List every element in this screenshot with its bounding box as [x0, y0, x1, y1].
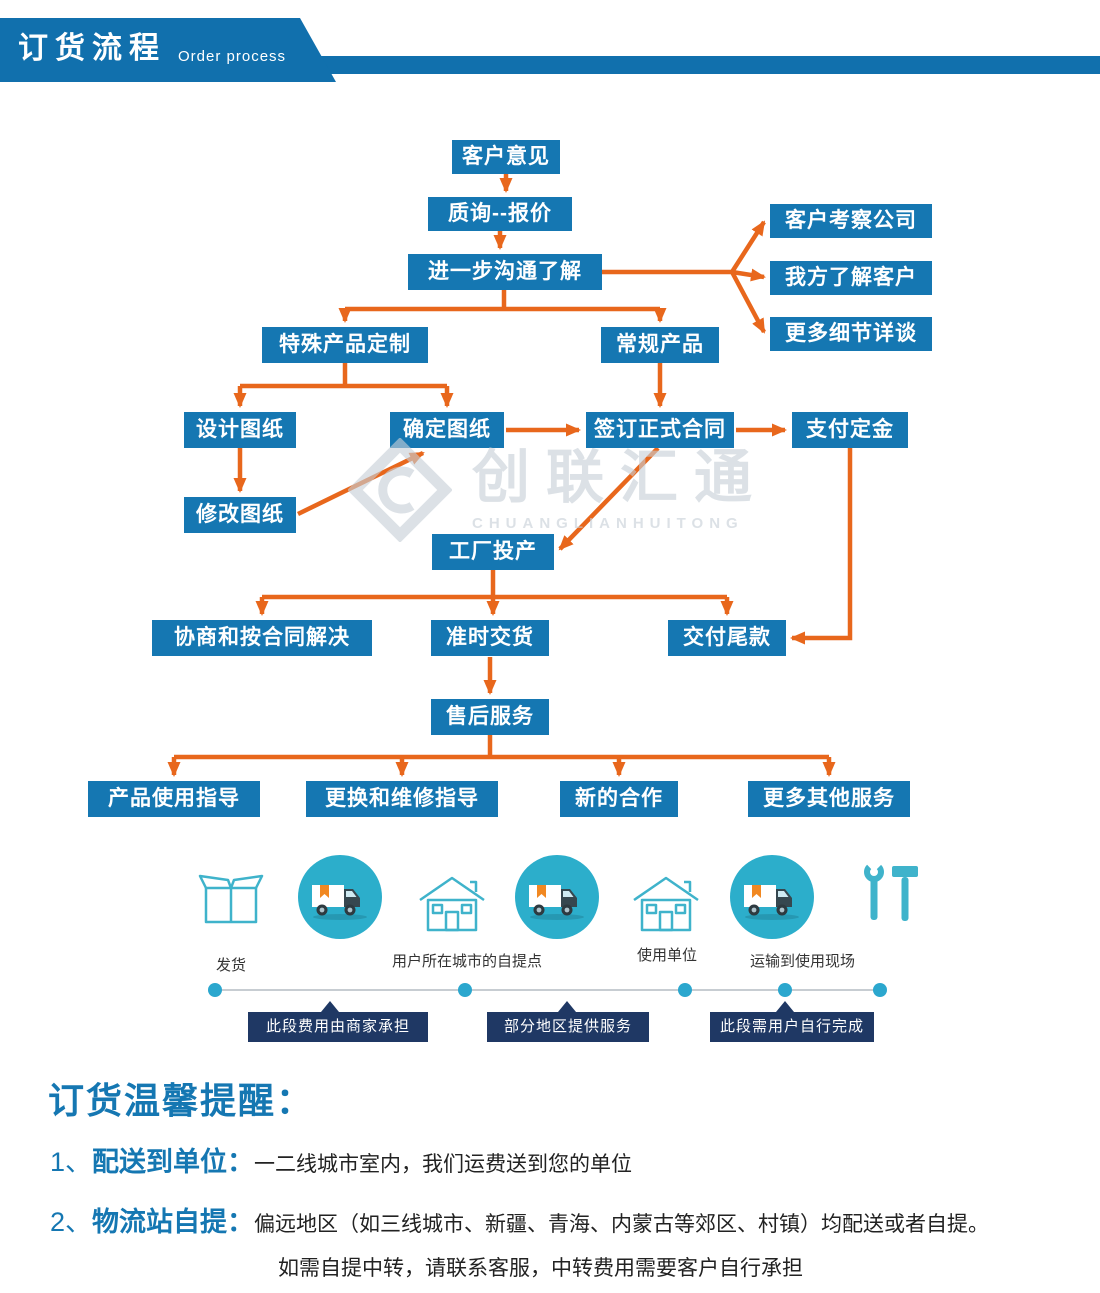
- logistics-label-ship: 发货: [215, 957, 246, 974]
- note-item-2-text: 偏远地区（如三线城市、新疆、青海、内蒙古等郊区、村镇）均配送或者自提。: [254, 1213, 990, 1236]
- note-item-2: 2、物流站自提：偏远地区（如三线城市、新疆、青海、内蒙古等郊区、村镇）均配送或者…: [50, 1200, 989, 1239]
- flow-node-more-details: 更多细节详谈: [770, 317, 932, 351]
- flow-node-confirm-drawing: 确定图纸: [390, 412, 504, 448]
- timeline-dot-1: [208, 983, 222, 997]
- truck-icon-3: [730, 855, 814, 939]
- flow-node-factory-production: 工厂投产: [432, 534, 554, 570]
- flow-node-customer-feedback: 客户意见: [452, 140, 560, 174]
- house-icon-1: [419, 876, 485, 932]
- flow-node-further-communication: 进一步沟通了解: [408, 254, 602, 290]
- flow-node-client-visit-company: 客户考察公司: [770, 204, 932, 238]
- timeline-dot-3: [678, 983, 692, 997]
- logistics-label-user-unit: 使用单位: [636, 947, 697, 964]
- flow-node-after-sales-service: 售后服务: [431, 699, 549, 735]
- timeline-dot-4: [778, 983, 792, 997]
- flow-node-new-cooperation: 新的合作: [560, 781, 678, 817]
- house-icon-2: [633, 876, 699, 932]
- flow-node-repair-guidance: 更换和维修指导: [306, 781, 498, 817]
- flow-node-pay-deposit: 支付定金: [792, 412, 908, 448]
- flow-node-regular-product: 常规产品: [601, 327, 719, 363]
- page-header: 订货流程 Order process: [0, 0, 1100, 92]
- package-icon: [198, 874, 264, 924]
- flow-node-inquiry-quote: 质询--报价: [428, 197, 572, 231]
- note-item-2-number: 2、: [50, 1207, 93, 1237]
- timeline-dot-2: [458, 983, 472, 997]
- tools-icon: [864, 862, 918, 921]
- flow-node-design-drawing: 设计图纸: [184, 412, 296, 448]
- page-title-en: Order process: [178, 47, 287, 65]
- header-banner-shape: [0, 18, 1100, 82]
- notes-title: 订货温馨提醒：: [48, 1080, 315, 1121]
- flow-arrows: [167, 174, 853, 777]
- flow-node-negotiate-per-contract: 协商和按合同解决: [152, 620, 372, 656]
- flow-node-revise-drawing: 修改图纸: [184, 497, 296, 533]
- timeline-ribbon-user-complete: 此段需用户自行完成: [710, 1001, 874, 1042]
- note-item-1-label: 配送到单位：: [92, 1147, 255, 1177]
- timeline-ribbon-merchant-cost: 此段费用由商家承担: [248, 1001, 428, 1042]
- flow-node-usage-guidance: 产品使用指导: [88, 781, 260, 817]
- timeline-ribbon-partial-service: 部分地区提供服务: [487, 1001, 649, 1042]
- page-title-cn: 订货流程: [18, 32, 166, 65]
- note-item-2-label: 物流站自提：: [92, 1207, 255, 1237]
- flow-node-custom-product: 特殊产品定制: [262, 327, 428, 363]
- logistics-label-pickup-point: 用户所在城市的自提点: [391, 953, 542, 970]
- flow-node-on-time-delivery: 准时交货: [431, 620, 549, 656]
- note-item-1: 1、配送到单位：一二线城市室内，我们运费送到您的单位: [50, 1140, 632, 1179]
- logistics-label-transport-site: 运输到使用现场: [749, 953, 855, 970]
- timeline-line: [215, 989, 880, 991]
- page-title: 订货流程 Order process: [18, 30, 286, 68]
- flow-node-sign-contract: 签订正式合同: [586, 412, 734, 448]
- flow-node-know-client: 我方了解客户: [770, 261, 932, 295]
- truck-icon-1: [298, 855, 382, 939]
- timeline-dot-5: [873, 983, 887, 997]
- truck-icon-2: [515, 855, 599, 939]
- note-footnote: 如需自提中转，请联系客服，中转费用需要客户自行承担: [278, 1257, 803, 1280]
- flow-node-more-services: 更多其他服务: [748, 781, 910, 817]
- note-item-1-text: 一二线城市室内，我们运费送到您的单位: [254, 1153, 633, 1176]
- note-item-1-number: 1、: [50, 1147, 93, 1177]
- flow-node-pay-balance: 交付尾款: [668, 620, 786, 656]
